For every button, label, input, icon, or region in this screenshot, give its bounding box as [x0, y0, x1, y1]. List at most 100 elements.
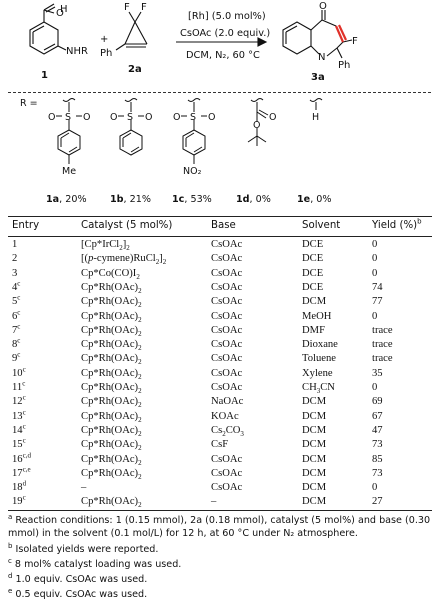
cell-yield: 0 [372, 382, 378, 393]
cell-yield: trace [372, 324, 393, 336]
cell-catalyst: Cp*Rh(OAc)2 [81, 310, 142, 324]
compound-2-ph: Ph [100, 48, 112, 59]
cell-entry: 19c [12, 493, 26, 508]
1c-no2: NO₂ [183, 166, 202, 177]
cell-base: – [211, 496, 217, 508]
footnote-c: c 8 mol% catalyst loading was used. [8, 556, 182, 570]
cell-yield: 0 [372, 253, 378, 265]
1a-s: S [65, 112, 71, 123]
product-o-label: O [319, 1, 327, 12]
cell-solvent: DCM [302, 439, 327, 451]
cell-catalyst: [Cp*IrCl2]2 [81, 239, 130, 253]
cell-base: KOAc [211, 410, 239, 422]
compound-1-nhr: NHR [66, 46, 88, 57]
product-f-label: F [352, 36, 358, 47]
cell-base: CsF [211, 439, 229, 451]
cell-solvent: DCM [302, 424, 327, 436]
cell-solvent: DCM [302, 296, 327, 308]
cell-yield: 47 [372, 424, 383, 436]
1e-h: H [312, 112, 319, 123]
1b-label: 1b [110, 194, 124, 205]
cell-entry: 15c [12, 436, 26, 451]
cell-entry: 13c [12, 408, 26, 422]
cell-entry: 17c,e [12, 465, 31, 479]
cell-yield: 0 [372, 310, 378, 322]
1b-o2: O [145, 112, 152, 123]
cell-base: CsOAc [211, 296, 243, 308]
cell-entry: 4c [12, 279, 21, 293]
cell-solvent: DCE [302, 253, 324, 265]
cell-entry: 12c [12, 393, 26, 408]
footnote-d: d 1.0 equiv. CsOAc was used. [8, 571, 148, 585]
cell-base: Cs2CO3 [211, 424, 244, 438]
cell-catalyst: Cp*Rh(OAc)2 [81, 424, 142, 438]
cell-yield: 74 [372, 281, 383, 293]
catalyst-condition: [Rh] (5.0 mol%) [188, 11, 266, 22]
1b-yield: , 21% [124, 194, 151, 205]
r-equals-label: R = [20, 98, 38, 109]
cell-entry: 10c [12, 365, 26, 379]
table-header-rule [8, 236, 432, 237]
cell-entry: 3 [12, 267, 18, 279]
1a-me: Me [62, 166, 76, 177]
solvent-condition: DCM, N₂, 60 °C [186, 50, 260, 61]
1b-o1: O [110, 112, 117, 123]
cell-solvent: MeOH [302, 310, 332, 322]
cell-base: CsOAc [211, 324, 243, 336]
cell-entry: 5c [12, 293, 21, 308]
cell-yield: 85 [372, 453, 383, 465]
cell-base: NaOAc [211, 396, 244, 408]
base-condition: CsOAc (2.0 equiv.) [180, 28, 270, 39]
cell-solvent: DCM [302, 396, 327, 408]
aldehyde-h-label: H [60, 4, 68, 15]
cell-catalyst: Cp*Rh(OAc)2 [81, 281, 142, 295]
cell-base: CsOAc [211, 253, 243, 265]
cell-base: CsOAc [211, 482, 243, 494]
cell-catalyst: Cp*Rh(OAc)2 [81, 382, 142, 396]
cell-entry: 9c [12, 350, 21, 365]
cell-yield: 77 [372, 296, 383, 308]
cell-solvent: DCE [302, 239, 324, 250]
cell-solvent: DCM [302, 453, 327, 465]
cell-entry: 8c [12, 336, 21, 351]
cell-solvent: Xylene [302, 367, 333, 379]
header-yield: Yield (%)b [372, 217, 422, 231]
cell-catalyst: Cp*Rh(OAc)2 [81, 324, 142, 338]
cell-entry: 18d [12, 479, 27, 494]
cell-base: CsOAc [211, 453, 243, 465]
cell-base: CsOAc [211, 382, 243, 393]
cell-base: CsOAc [211, 239, 243, 250]
cell-yield: 73 [372, 467, 383, 479]
cell-catalyst: Cp*Rh(OAc)2 [81, 453, 142, 467]
cell-catalyst: Cp*Rh(OAc)2 [81, 396, 142, 410]
cell-base: CsOAc [211, 310, 243, 322]
header-solvent: Solvent [302, 220, 341, 231]
cell-solvent: DCM [302, 496, 327, 508]
1d-ester-o: O [253, 120, 260, 131]
product-label: 3a [311, 72, 325, 83]
cell-solvent: Toluene [302, 353, 336, 365]
cell-yield: 0 [372, 267, 378, 279]
cell-catalyst: – [81, 482, 87, 494]
svg-text:1d, 0%: 1d, 0% [236, 194, 271, 205]
header-catalyst: Catalyst (5 mol%) [81, 220, 173, 231]
cell-base: CsOAc [211, 367, 243, 379]
cell-catalyst: Cp*Rh(OAc)2 [81, 339, 142, 353]
svg-text:1b, 21%: 1b, 21% [110, 194, 151, 205]
1c-s: S [190, 112, 196, 123]
cell-yield: trace [372, 339, 393, 351]
cell-yield: 27 [372, 496, 383, 508]
cell-entry: 2 [12, 253, 18, 265]
cell-entry: 7c [12, 322, 21, 336]
plus-sign: + [100, 34, 108, 45]
1e-yield: , 0% [310, 194, 331, 205]
